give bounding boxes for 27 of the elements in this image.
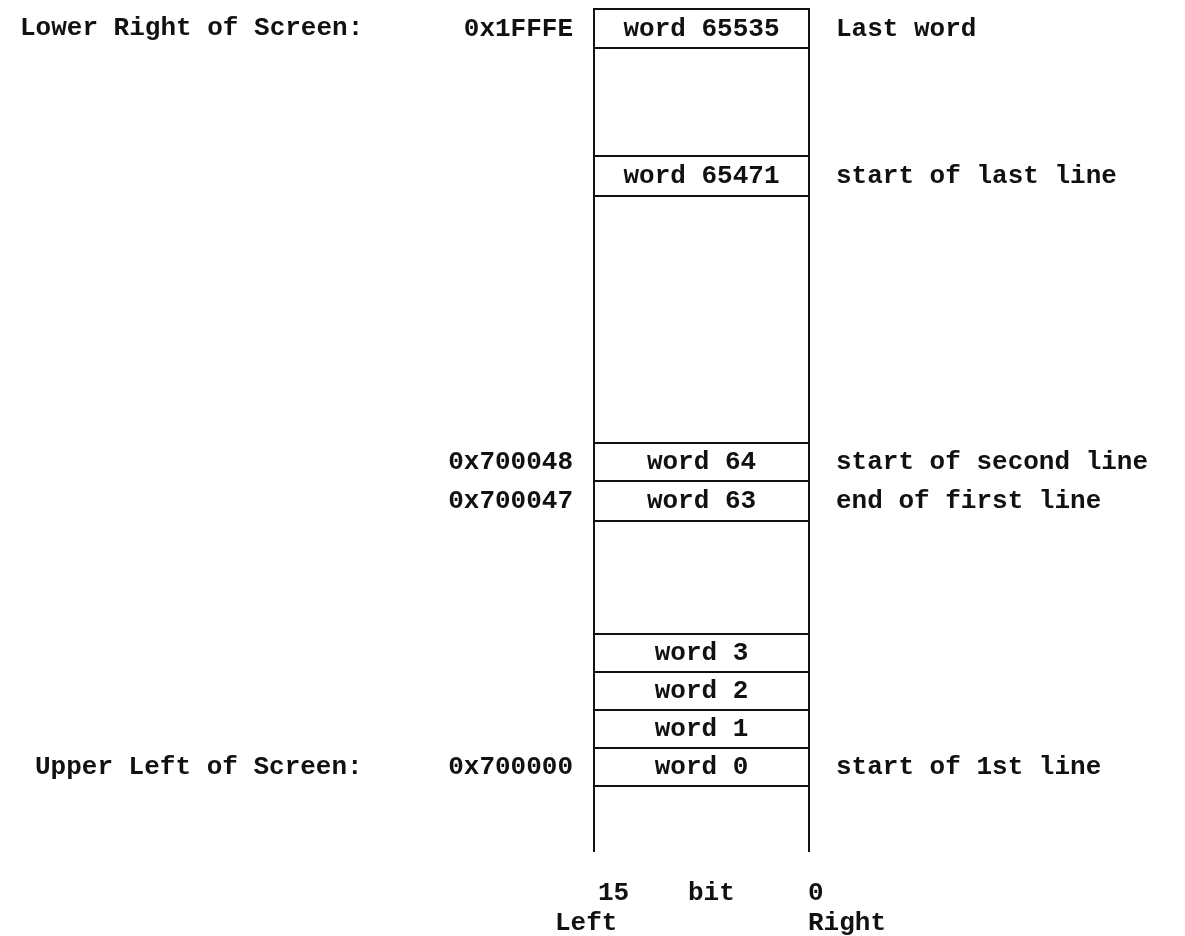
- screen-corner-label: Upper Left of Screen:: [35, 752, 363, 782]
- address-label: 0x700048: [448, 447, 573, 477]
- address-label: 0x1FFFE: [463, 13, 573, 44]
- word-description: start of 1st line: [836, 752, 1102, 782]
- axis-label: bit: [688, 878, 735, 908]
- side-label: Left: [555, 908, 618, 936]
- memory-word-cell: word 3: [593, 633, 810, 673]
- side-label: Right: [808, 908, 886, 936]
- memory-word-cell: word 2: [593, 671, 810, 711]
- address-label: 0x700000: [448, 752, 573, 782]
- memory-word-cell: word 65535: [593, 8, 810, 49]
- memory-word-cell: word 65471: [593, 155, 810, 197]
- screen-corner-label: Lower Right of Screen:: [20, 13, 364, 43]
- memory-word-cell: word 64: [593, 442, 810, 482]
- word-description: Last word: [836, 13, 977, 44]
- word-description: end of first line: [836, 486, 1102, 516]
- memory-word-cell: word 1: [593, 709, 810, 749]
- word-description: start of second line: [836, 447, 1149, 477]
- memory-word-cell: word 63: [593, 480, 810, 522]
- memory-gap-cell: [593, 195, 810, 444]
- word-description: start of last line: [836, 161, 1117, 191]
- bit-number: 0: [808, 878, 824, 908]
- bit-number: 15: [598, 878, 630, 908]
- memory-word-cell: word 0: [593, 747, 810, 787]
- memory-gap-cell: [593, 47, 810, 157]
- address-label: 0x700047: [448, 486, 573, 516]
- memory-gap-cell: [593, 520, 810, 635]
